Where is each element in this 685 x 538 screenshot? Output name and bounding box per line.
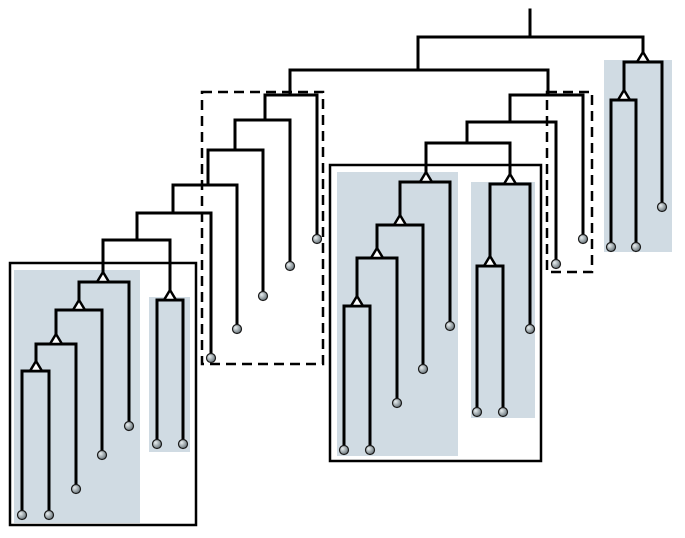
leaf-node — [444, 320, 456, 332]
leaf-node — [497, 406, 509, 418]
leaf-node — [123, 420, 135, 432]
clade-box-dashed — [545, 90, 594, 274]
leaf-node — [70, 483, 82, 495]
node-triangle-icon — [417, 169, 435, 184]
node-triangle-icon — [368, 245, 386, 260]
leaf-node — [630, 241, 642, 253]
leaf-node — [471, 406, 483, 418]
node-triangle-icon — [634, 49, 652, 64]
node-triangle-icon — [481, 253, 499, 268]
clade-box-solid — [328, 163, 543, 463]
node-triangle-icon — [391, 212, 409, 227]
leaf-node — [605, 241, 617, 253]
node-triangle-icon — [348, 293, 366, 308]
leaf-node — [16, 509, 28, 521]
leaf-node — [417, 363, 429, 375]
node-triangle-icon — [615, 87, 633, 102]
clade-box-dashed — [200, 90, 325, 366]
node-triangle-icon — [47, 331, 65, 346]
node-triangle-icon — [27, 358, 45, 373]
leaf-node — [364, 444, 376, 456]
leaf-node — [177, 438, 189, 450]
leaf-node — [550, 258, 562, 270]
leaf-node — [391, 397, 403, 409]
leaf-node — [656, 201, 668, 213]
leaf-node — [231, 323, 243, 335]
node-triangle-icon — [94, 269, 112, 284]
leaf-node — [338, 444, 350, 456]
leaf-node — [577, 233, 589, 245]
node-triangle-icon — [161, 287, 179, 302]
leaf-node — [284, 260, 296, 272]
leaf-node — [257, 290, 269, 302]
node-triangle-icon — [501, 171, 519, 186]
leaf-node — [205, 352, 217, 364]
leaf-node — [96, 449, 108, 461]
leaf-node — [151, 438, 163, 450]
leaf-node — [524, 323, 536, 335]
leaf-node — [311, 233, 323, 245]
leaf-node — [43, 509, 55, 521]
node-triangle-icon — [70, 297, 88, 312]
